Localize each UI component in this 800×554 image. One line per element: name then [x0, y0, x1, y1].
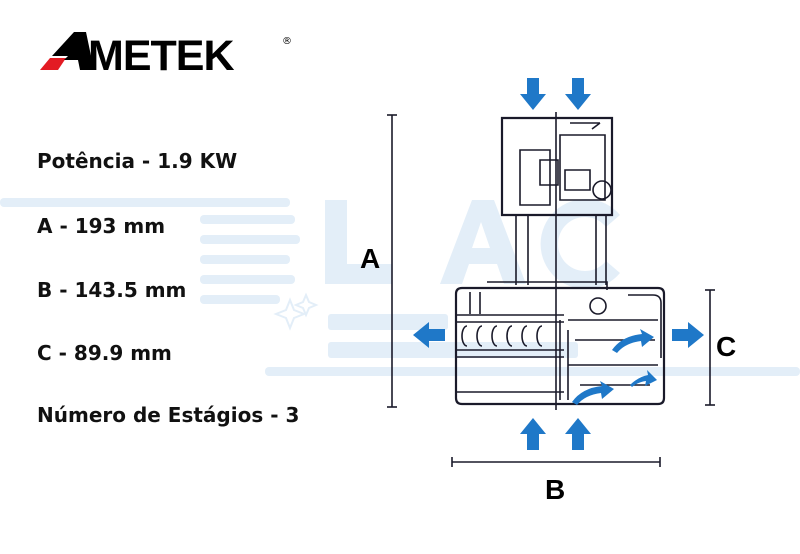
- dimension-a-line: [387, 114, 397, 408]
- dimension-c-line: [705, 289, 715, 406]
- spec-power: Potência - 1.9 KW: [37, 149, 238, 173]
- spec-dimension-b: B - 143.5 mm: [37, 278, 187, 302]
- dimension-b-label: B: [545, 474, 566, 505]
- airflow-in-arrow-icon: [520, 418, 546, 450]
- vent-slots: [461, 325, 543, 347]
- svg-text:®: ®: [282, 36, 292, 47]
- spec-dimension-c: C - 89.9 mm: [37, 341, 172, 365]
- dimension-a-label: A: [360, 243, 381, 274]
- airflow-out-arrow-icon: [413, 322, 445, 348]
- spec-dimension-a: A - 193 mm: [37, 214, 166, 238]
- dimension-b-line: [451, 457, 661, 467]
- airflow-in-arrow-icon: [565, 78, 591, 110]
- spec-stages: Número de Estágios - 3: [37, 403, 300, 427]
- airflow-in-arrow-icon: [520, 78, 546, 110]
- dimension-c-label: C: [716, 331, 737, 362]
- airflow-in-arrow-icon: [565, 418, 591, 450]
- ametek-logo: METEK ®: [38, 30, 298, 80]
- internal-flow-arrow-icon: [572, 329, 657, 405]
- airflow-out-arrow-icon: [672, 322, 704, 348]
